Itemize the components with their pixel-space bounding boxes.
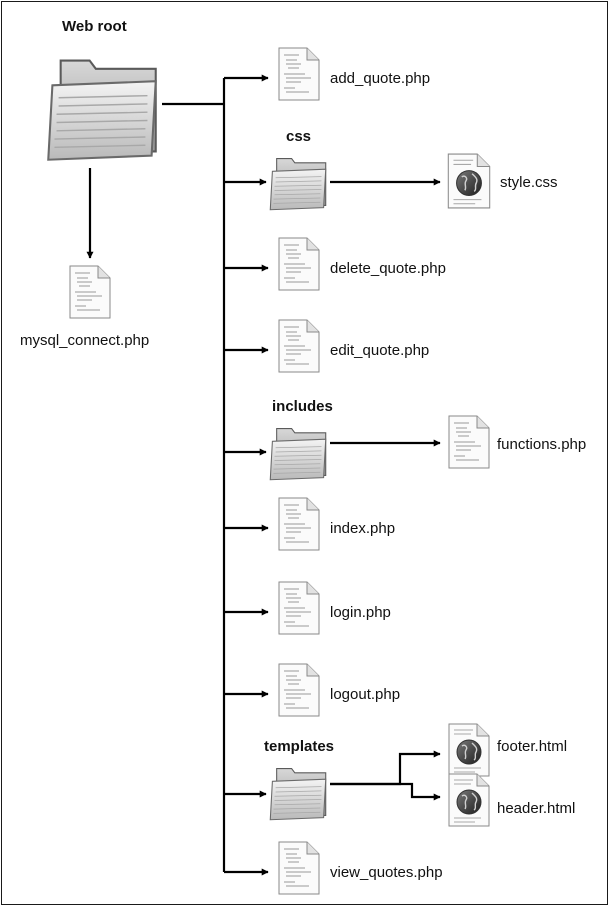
- root-folder-label: Web root: [62, 18, 127, 35]
- file-label: style.css: [500, 174, 558, 191]
- file-label: add_quote.php: [330, 70, 431, 87]
- php-file-icon: [444, 414, 494, 470]
- php-file-icon: [64, 264, 116, 320]
- folder-icon: [266, 420, 330, 484]
- file-label: logout.php: [330, 686, 401, 703]
- php-file-icon: [274, 236, 324, 292]
- php-file-icon: [274, 580, 324, 636]
- folder-icon: [40, 44, 164, 168]
- arrow-templates-to-footer: [330, 750, 441, 786]
- arrow-templates-to-header: [330, 782, 441, 801]
- file-label: header.html: [497, 800, 576, 817]
- web-file-icon: [444, 772, 494, 828]
- folder-label: includes: [272, 398, 333, 415]
- folder-label: templates: [264, 738, 335, 755]
- file-label: login.php: [330, 604, 391, 621]
- php-file-icon: [274, 840, 324, 896]
- folder-icon: [266, 150, 330, 214]
- file-label: index.php: [330, 520, 396, 537]
- web-file-icon: [444, 722, 494, 778]
- file-label: edit_quote.php: [330, 342, 430, 359]
- file-label: mysql_connect.php: [20, 332, 150, 349]
- php-file-icon: [274, 318, 324, 374]
- web-file-icon: [444, 152, 494, 210]
- php-file-icon: [274, 496, 324, 552]
- php-file-icon: [274, 662, 324, 718]
- file-label: functions.php: [497, 436, 587, 453]
- file-label: view_quotes.php: [330, 864, 443, 881]
- php-file-icon: [274, 46, 324, 102]
- folder-label: css: [286, 128, 312, 145]
- folder-icon: [266, 760, 330, 824]
- file-label: delete_quote.php: [330, 260, 446, 277]
- file-label: footer.html: [497, 738, 568, 755]
